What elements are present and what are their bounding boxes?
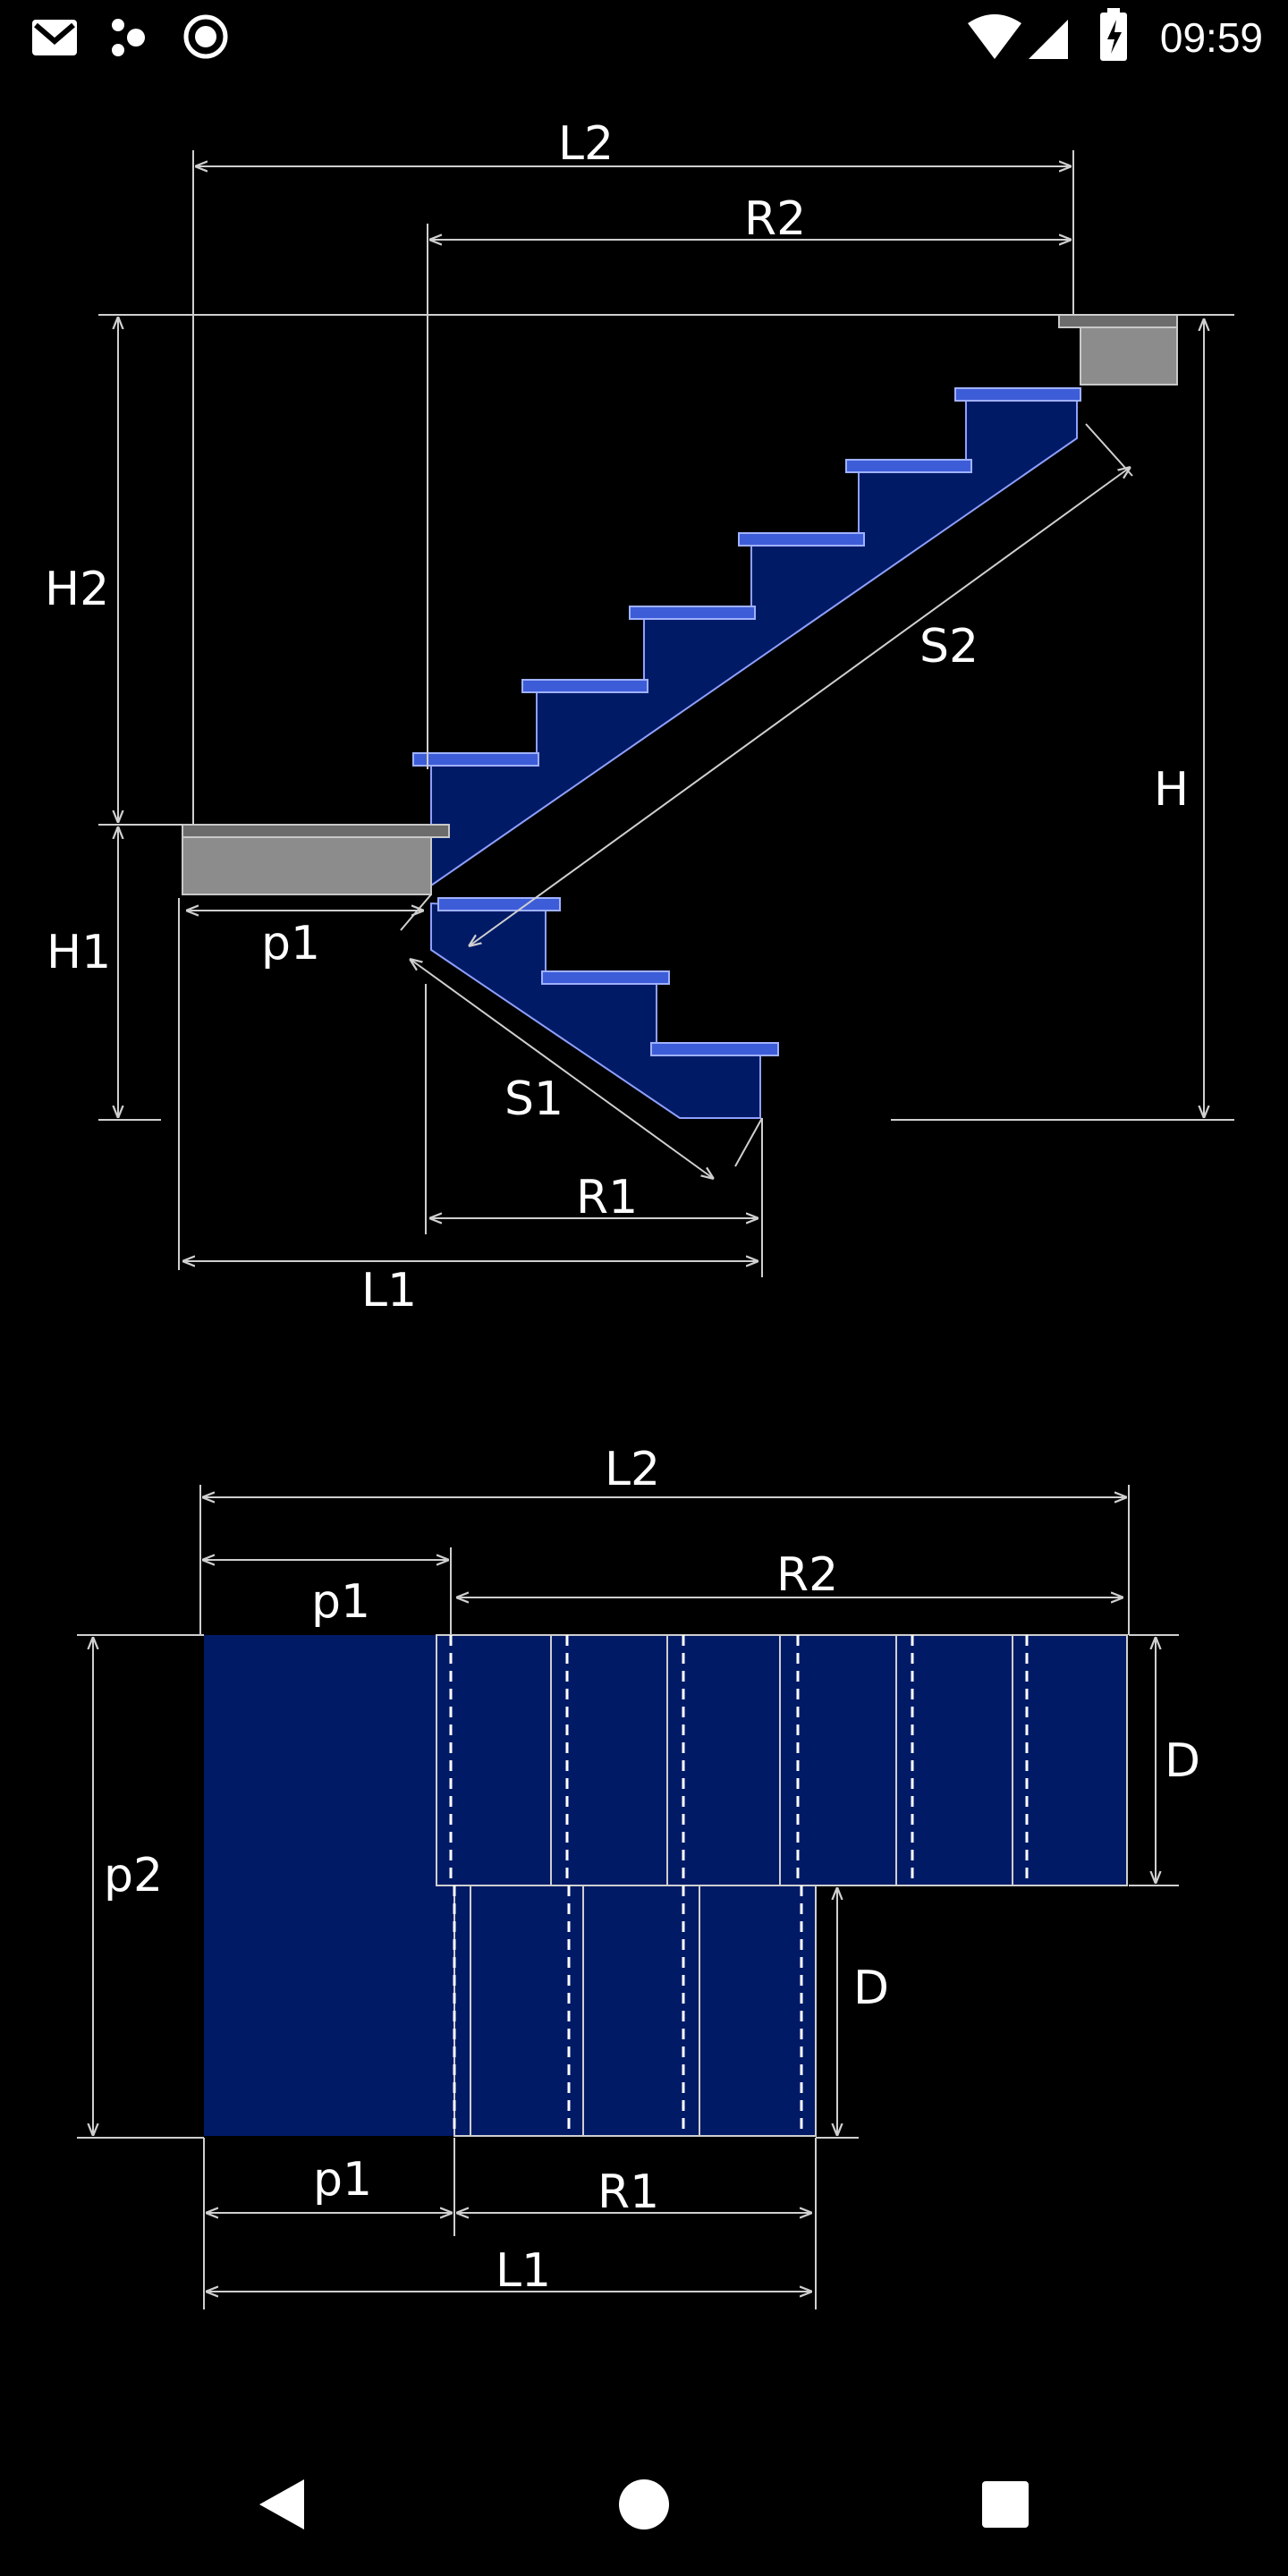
- side-label-S1: S1: [504, 1072, 564, 1126]
- side-view: L2 R2 H2 H1 H S2 S1 p1 R1 L1: [45, 117, 1234, 1318]
- side-label-L1: L1: [361, 1264, 417, 1318]
- side-label-H: H: [1154, 763, 1189, 817]
- plan-label-L1: L1: [496, 2244, 551, 2298]
- back-icon[interactable]: [259, 2479, 304, 2529]
- side-label-H2: H2: [45, 563, 109, 616]
- plan-label-R1: R1: [597, 2165, 659, 2219]
- upper-flight-stringer: [430, 393, 1078, 887]
- status-bar: 09:59: [0, 0, 1288, 75]
- plan-upper-flight: [436, 1634, 1128, 1886]
- side-label-H1: H1: [47, 926, 111, 979]
- battery-charging-icon: [1100, 8, 1127, 61]
- plan-label-p1-top: p1: [311, 1575, 370, 1629]
- plan-label-p1-bottom: p1: [313, 2153, 372, 2207]
- plan-label-L2: L2: [605, 1443, 660, 1496]
- home-icon[interactable]: [619, 2479, 669, 2529]
- nodes-icon: [112, 19, 145, 56]
- plan-view: L2 p1 R2 D D p2 p1 R1 L1: [77, 1443, 1200, 2309]
- middle-landing: [182, 833, 432, 895]
- plan-label-D-bottom: D: [853, 1962, 889, 2015]
- landings: [182, 314, 1178, 895]
- status-time: 09:59: [1159, 14, 1263, 61]
- side-label-L2: L2: [558, 117, 614, 171]
- plan-label-R2: R2: [776, 1548, 838, 1602]
- plan-lower-flight: [453, 1885, 817, 2137]
- plan-landing: [204, 1635, 454, 2136]
- side-label-p1: p1: [261, 917, 320, 970]
- side-label-R2: R2: [744, 192, 806, 246]
- side-label-R1: R1: [576, 1171, 638, 1224]
- wifi-icon: [968, 14, 1021, 59]
- recents-icon[interactable]: [982, 2481, 1029, 2528]
- cellular-signal-icon: [1029, 20, 1068, 59]
- gmail-icon: [32, 20, 77, 55]
- record-icon: [183, 14, 228, 59]
- navigation-bar: [0, 2433, 1288, 2576]
- side-label-S2: S2: [919, 620, 979, 674]
- plan-label-D-top: D: [1165, 1734, 1200, 1788]
- top-landing: [1080, 323, 1178, 386]
- plan-label-p2: p2: [104, 1849, 163, 1902]
